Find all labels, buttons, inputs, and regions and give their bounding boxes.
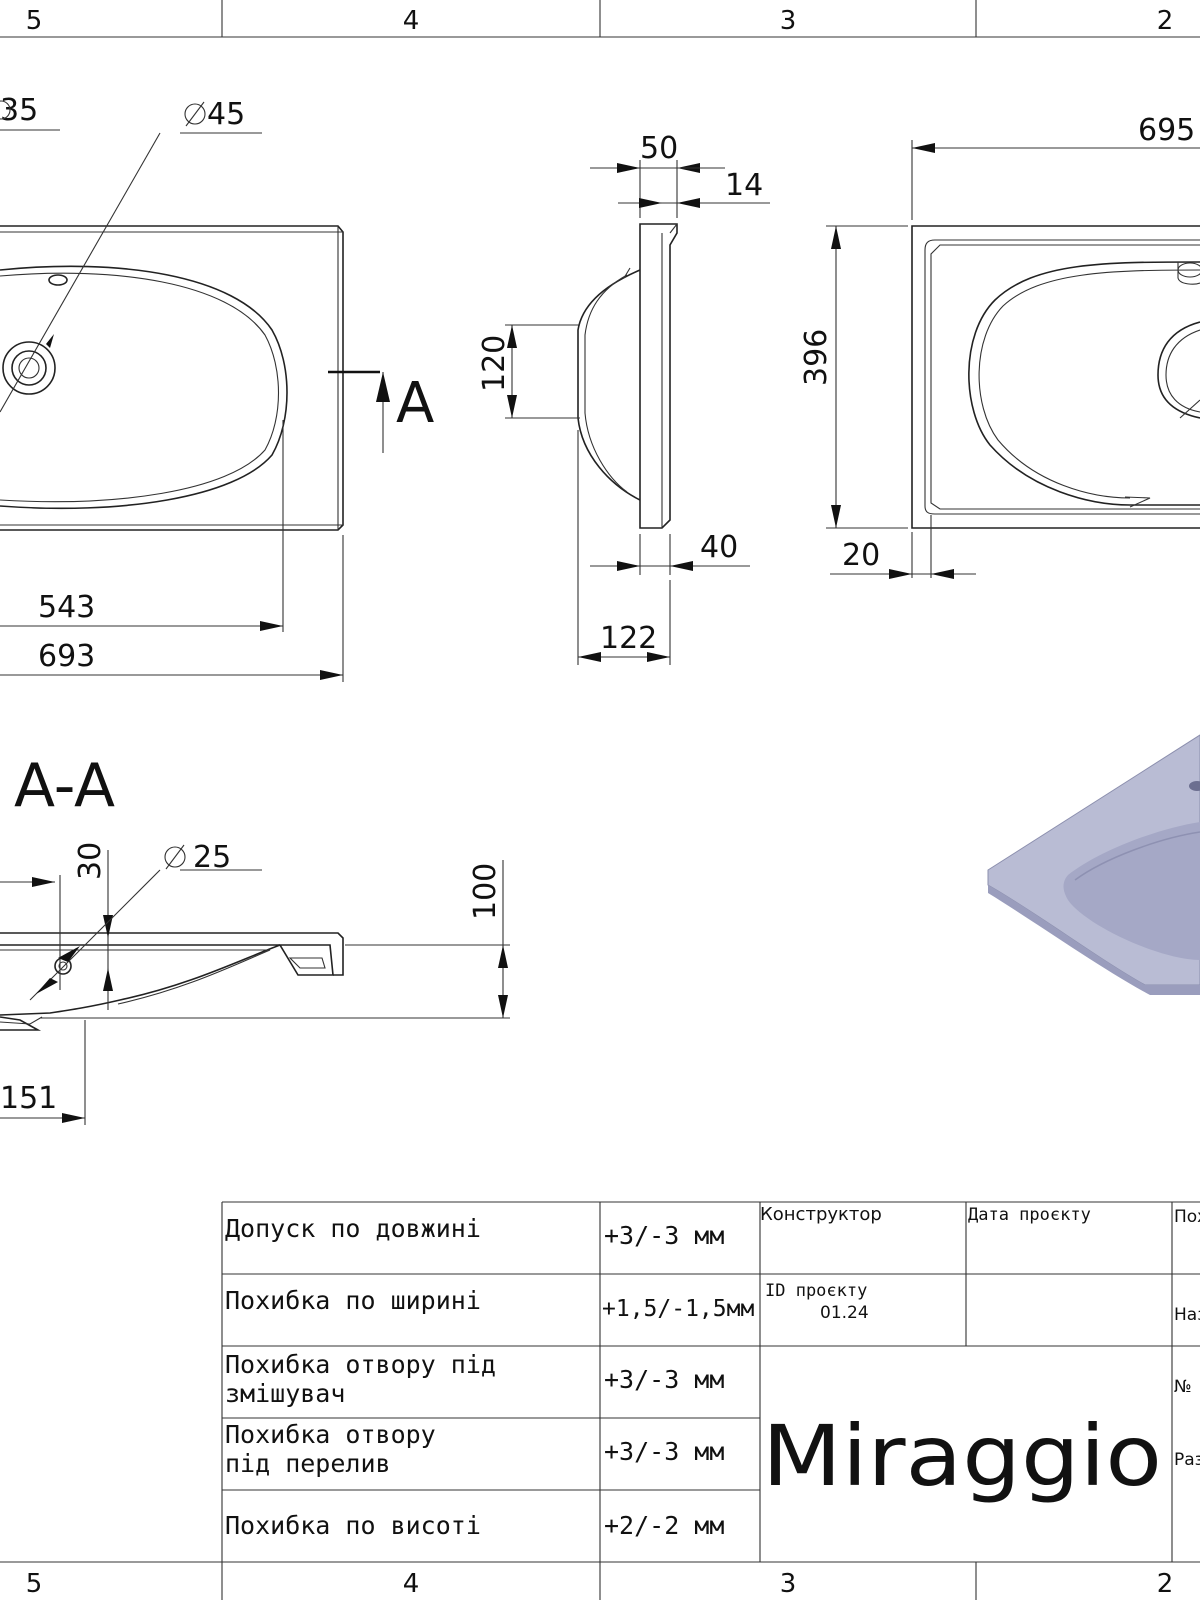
side-view: 50 14 120 40 122 [477, 131, 770, 665]
basin-3d-render [987, 734, 1200, 995]
tolerance-label: змішувач [225, 1379, 345, 1408]
section-mark-a: A [396, 371, 434, 436]
dim-diameter-45: 45 [207, 97, 245, 132]
tolerance-label: Похибка по ширині [225, 1286, 481, 1315]
dim-396: 396 [799, 329, 834, 386]
tolerance-value: +1,5/-1,5мм [602, 1296, 754, 1322]
top-view: 35 45 543 693 A [0, 93, 434, 682]
dim-30: 30 [73, 842, 108, 880]
dim-543: 543 [38, 590, 95, 625]
tolerance-label: Допуск по довжині [225, 1214, 481, 1243]
zone-label-top: 4 [403, 6, 420, 36]
cut-label: Наз [1174, 1305, 1200, 1325]
tolerance-label: Похибка по висоті [225, 1511, 481, 1540]
dim-40: 40 [700, 530, 738, 565]
zone-label-top: 2 [1157, 6, 1174, 36]
cut-label: Пох [1174, 1207, 1200, 1227]
dim-diameter-25: 25 [193, 840, 231, 875]
zone-label-bottom: 4 [403, 1569, 420, 1599]
zone-label-bottom: 2 [1157, 1569, 1174, 1599]
zone-label-bottom: 3 [780, 1569, 797, 1599]
dim-100: 100 [468, 863, 503, 920]
date-label: Дата проєкту [968, 1205, 1091, 1225]
tolerance-value: +2/-2 мм [604, 1511, 724, 1540]
zone-label-top: 3 [780, 6, 797, 36]
tolerance-label: Похибка отвору під [225, 1350, 496, 1379]
cut-label: № [1174, 1377, 1192, 1397]
section-view-a-a: A-A 30 25 100 151 [0, 751, 510, 1125]
dim-diameter-35: 35 [0, 93, 38, 128]
section-title: A-A [14, 751, 115, 821]
cut-label: Раз [1174, 1450, 1200, 1470]
dim-20: 20 [842, 538, 880, 573]
dim-693: 693 [38, 639, 95, 674]
dim-695: 695 [1138, 113, 1195, 148]
dim-151: 151 [0, 1081, 57, 1116]
dim-120: 120 [477, 335, 512, 392]
tolerance-label: Похибка отвору [225, 1420, 436, 1449]
top-view-right: 695 396 20 [799, 113, 1200, 579]
id-value: 01.24 [820, 1303, 869, 1323]
dim-50: 50 [640, 131, 678, 166]
tolerance-label: під перелив [225, 1449, 391, 1478]
tolerance-value: +3/-3 мм [604, 1365, 724, 1394]
title-block: Допуск по довжині +3/-3 мм Похибка по ши… [221, 1201, 1200, 1562]
brand-logo: Miraggio [762, 1407, 1162, 1505]
id-label: ID проєкту [765, 1281, 867, 1301]
zone-label-top: 5 [26, 6, 43, 36]
tolerance-value: +3/-3 мм [604, 1437, 724, 1466]
designer-label: Конструктор [760, 1204, 882, 1225]
dim-14: 14 [725, 168, 763, 203]
tolerance-value: +3/-3 мм [604, 1221, 724, 1250]
dim-122: 122 [600, 621, 657, 656]
zone-label-bottom: 5 [26, 1569, 43, 1599]
